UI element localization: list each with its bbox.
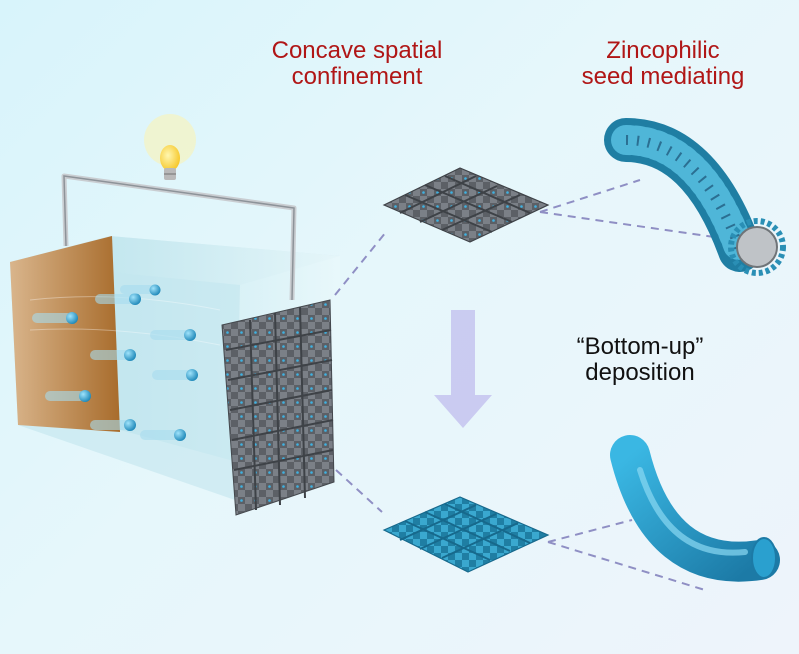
smooth-fiber [610,435,780,582]
dashed-line [539,211,736,241]
dashed-line [335,469,383,513]
dashed-line [547,519,633,543]
zincophilic-seed-label: Zincophilic seed mediating [548,38,778,90]
concave-label-line1: Concave spatial [271,37,443,64]
dashed-line [334,231,387,296]
fiber-end [751,537,777,579]
down-arrow-icon [434,310,492,428]
zinc-ion [174,429,186,441]
concave-label-line2: confinement [291,62,423,90]
light-bulb-icon [144,114,196,180]
zinc-ion [184,329,196,341]
bottom-label-line1: “Bottom-up” [576,333,704,360]
zinc-ion [124,419,136,431]
zinc-ion [66,312,78,324]
zinc-label-line1: Zincophilic [606,37,720,64]
zinc-ion [149,284,161,296]
zinc-ion [186,369,198,381]
zinc-anode-plate [10,236,120,432]
bottom-up-deposition-label: “Bottom-up” deposition [520,334,760,386]
zinc-ion [124,349,136,361]
fabric-electrode [221,299,335,516]
fiber-cross-section [736,226,778,268]
seeded-fiber [604,118,786,276]
connector-lines [334,179,736,591]
zinc-ion [129,293,141,305]
concave-confinement-label: Concave spatial confinement [232,38,482,90]
zinc-ion [79,390,91,402]
dashed-line [539,179,641,213]
bottom-label-line2: deposition [585,358,695,386]
blue-woven-mesh [382,496,550,573]
gray-woven-mesh [382,167,550,243]
external-circuit [61,114,297,301]
zinc-label-line2: seed mediating [581,62,745,90]
zinc-ions [32,284,198,441]
